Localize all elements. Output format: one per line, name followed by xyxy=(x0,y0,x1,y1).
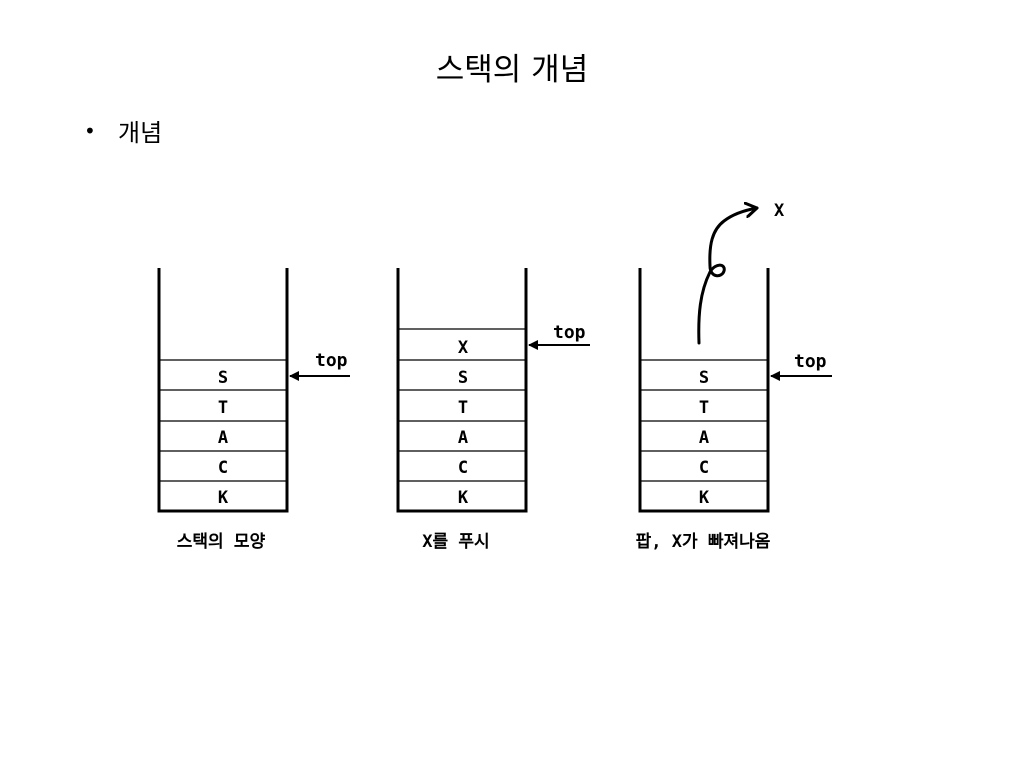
stack-2-caption: X를 푸시 xyxy=(422,532,489,552)
stack-1-item: K xyxy=(218,488,229,508)
stack-2-dividers xyxy=(398,328,526,482)
stack-2-item: X xyxy=(458,338,469,358)
stack-3-dividers xyxy=(640,359,768,482)
stack-3: S T A C K top X 팝, X가 빠져나옴 xyxy=(636,201,832,552)
stack-2-item: S xyxy=(458,368,468,388)
stack-1-item: A xyxy=(218,428,228,448)
stack-1-top-label: top xyxy=(315,350,348,371)
stack-2: X S T A C K top X를 푸시 xyxy=(396,268,590,552)
popped-item-label: X xyxy=(774,201,785,221)
stack-2-item: C xyxy=(458,458,468,478)
stack-1-item: S xyxy=(218,368,228,388)
stack-3-item: K xyxy=(699,488,710,508)
slide-title: 스택의 개념 xyxy=(435,52,589,88)
stack-3-top-label: top xyxy=(794,351,827,372)
stack-2-item: A xyxy=(458,428,468,448)
bullet-line: • 개념 xyxy=(84,113,162,148)
bullet-text: 개념 xyxy=(118,119,163,147)
stack-3-item: S xyxy=(699,368,709,388)
stack-3-item: C xyxy=(699,458,709,478)
stack-2-item: T xyxy=(458,398,468,418)
stack-1: S T A C K top 스택의 모양 xyxy=(157,268,350,552)
stack-1-caption: 스택의 모양 xyxy=(177,532,266,552)
stack-1-item: C xyxy=(218,458,228,478)
stack-3-item: A xyxy=(699,428,709,448)
stack-2-top-label: top xyxy=(553,322,586,343)
stack-1-dividers xyxy=(159,359,287,482)
bullet-icon: • xyxy=(84,118,96,143)
stack-2-item: K xyxy=(458,488,469,508)
pop-arrow-icon xyxy=(697,208,759,345)
stack-3-item: T xyxy=(699,398,709,418)
stack-1-item: T xyxy=(218,398,228,418)
stack-3-caption: 팝, X가 빠져나옴 xyxy=(636,532,771,552)
